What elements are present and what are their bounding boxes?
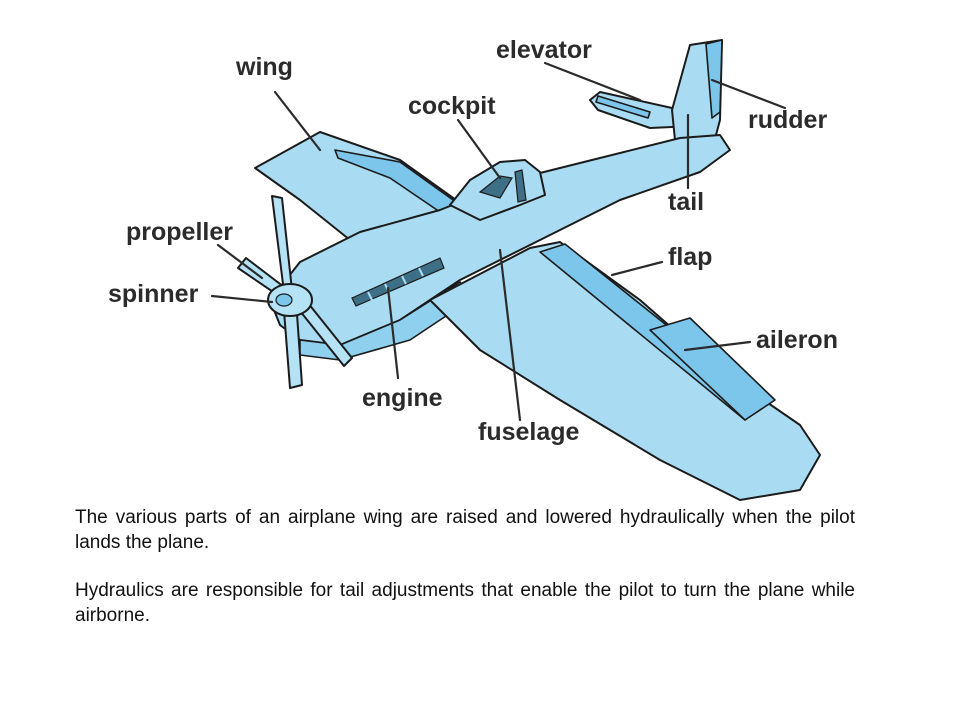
- engine-exhaust: [351, 257, 445, 307]
- leader-flap: [610, 260, 664, 277]
- cockpit-canopy: [449, 159, 546, 221]
- leader-wing: [273, 90, 322, 152]
- leader-propeller: [216, 243, 264, 280]
- leader-aileron: [683, 340, 752, 352]
- label-aileron: aileron: [756, 326, 838, 354]
- leader-spinner: [210, 294, 274, 304]
- airplane-diagram: wing elevator cockpit rudder tail propel…: [108, 36, 838, 501]
- rudder-surface: [705, 39, 723, 119]
- leader-engine: [386, 286, 400, 380]
- cockpit-window: [478, 175, 513, 199]
- aileron-surface: [649, 317, 776, 421]
- wing-right: [429, 241, 821, 501]
- caption-paragraph-2: Hydraulics are responsible for tail adju…: [75, 580, 855, 626]
- vertical-fin: [671, 39, 723, 151]
- label-spinner: spinner: [108, 280, 199, 308]
- label-rudder: rudder: [748, 106, 827, 134]
- label-wing: wing: [235, 53, 293, 81]
- elevator-surface: [595, 95, 651, 119]
- label-flap: flap: [668, 243, 712, 271]
- label-cockpit: cockpit: [408, 92, 496, 120]
- leader-rudder: [710, 78, 787, 110]
- leader-elevator: [543, 61, 642, 102]
- label-propeller: propeller: [126, 218, 233, 246]
- label-engine: engine: [362, 384, 443, 412]
- cockpit-frame: [514, 169, 527, 203]
- caption-paragraph-1: The various parts of an airplane wing ar…: [75, 507, 855, 553]
- horizontal-stabilizer: [589, 91, 695, 129]
- label-fuselage: fuselage: [478, 418, 580, 446]
- spinner-cone: [267, 283, 313, 317]
- label-tail: tail: [668, 188, 704, 216]
- leader-cockpit: [456, 118, 502, 180]
- label-elevator: elevator: [496, 36, 592, 64]
- leader-fuselage: [498, 248, 522, 422]
